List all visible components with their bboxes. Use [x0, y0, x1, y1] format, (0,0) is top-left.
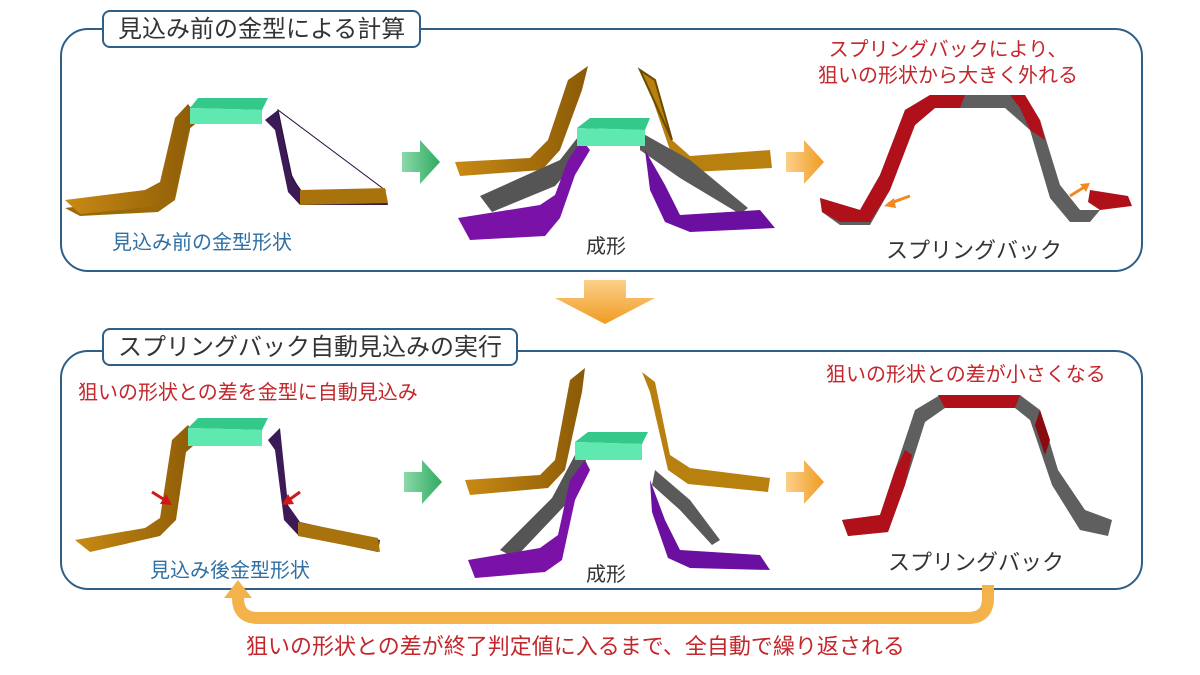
result-note: 狙いの形状との差が小さくなる [826, 362, 1106, 386]
die-before-label: 見込み前の金型形状 [112, 230, 292, 254]
springback-note-line1: スプリングバックにより、 [828, 37, 1068, 61]
springback-label-bottom: スプリングバック [888, 551, 1065, 576]
step-arrow-right-icon [786, 460, 824, 504]
bottom-panel-title: スプリングバック自動見込みの実行 [102, 328, 518, 366]
springback-stage-bottom [842, 395, 1112, 536]
forming-stage-bottom [465, 368, 770, 578]
springback-note-top: スプリングバックにより、 狙いの形状から大きく外れる [818, 36, 1078, 88]
springback-label-top: スプリングバック [886, 239, 1063, 264]
bottom-panel [60, 350, 1143, 590]
die-shape-after [75, 418, 380, 552]
top-panel-title: 見込み前の金型による計算 [102, 10, 422, 48]
step-arrow-right-icon [404, 460, 442, 504]
down-arrow-icon [555, 280, 655, 324]
compensation-note: 狙いの形状との差を金型に自動見込み [78, 380, 418, 404]
forming-stage-top [455, 66, 775, 240]
springback-note-line2: 狙いの形状から大きく外れる [818, 63, 1078, 87]
iteration-loop-arrow-icon [224, 580, 994, 624]
springback-stage-top [820, 95, 1132, 225]
die-after-label: 見込み後金型形状 [150, 558, 310, 582]
loop-note: 狙いの形状との差が終了判定値に入るまで、全自動で繰り返される [246, 635, 905, 660]
forming-label-bottom: 成形 [586, 562, 626, 586]
step-arrow-right-icon [402, 140, 440, 184]
forming-label-top: 成形 [586, 234, 626, 258]
step-arrow-right-icon [786, 140, 824, 184]
die-shape-before [65, 98, 388, 216]
top-panel [60, 28, 1143, 272]
